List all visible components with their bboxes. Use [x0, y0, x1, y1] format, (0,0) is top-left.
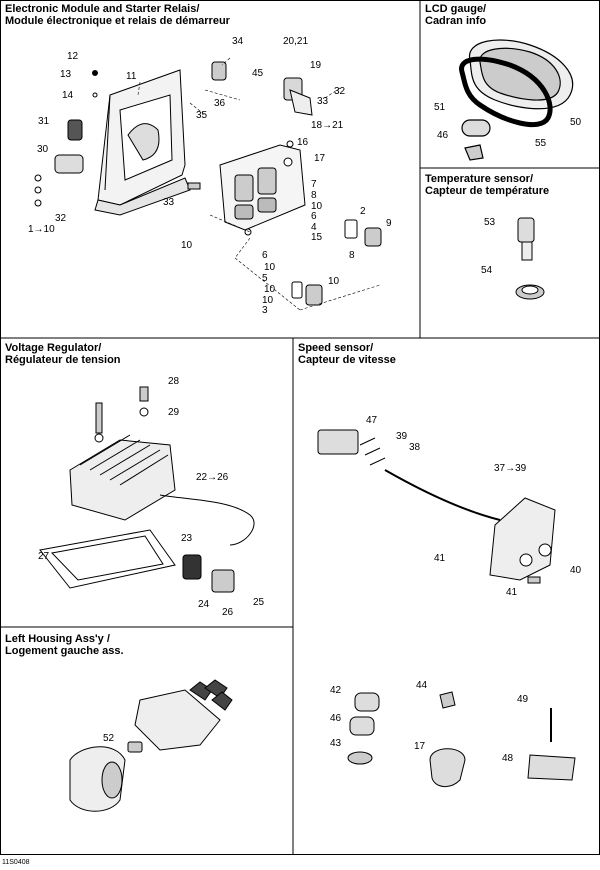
ecu-panel-title: Electronic Module and Starter Relais/ Mo…	[5, 3, 230, 27]
ecu-callout-3: 3	[262, 305, 268, 316]
temp-callout-54: 54	[481, 265, 493, 276]
ecu-callout-12: 12	[67, 51, 79, 62]
ecu-callout-11: 11	[126, 71, 137, 82]
speed-panel-title: Speed sensor/ Capteur de vitesse	[298, 342, 396, 366]
housing-callout-43: 43	[330, 738, 342, 749]
ecu-callout-7: 7	[311, 179, 317, 190]
housing-title-en: Left Housing Ass'y /	[5, 633, 110, 645]
ecu-callout-15: 15	[311, 232, 323, 243]
housing-title-fr: Logement gauche ass.	[5, 645, 124, 657]
speed-callout-41: 41	[434, 553, 446, 564]
voltage-title-en: Voltage Regulator/	[5, 342, 102, 354]
voltage-panel-title: Voltage Regulator/ Régulateur de tension	[5, 342, 121, 366]
speed-title-en: Speed sensor/	[298, 342, 374, 354]
speed-title-fr: Capteur de vitesse	[298, 354, 396, 366]
ecu-callout-5: 5	[262, 273, 268, 284]
voltage-callout-27: 27	[38, 551, 50, 562]
ecu-callout-17: 17	[314, 153, 326, 164]
speed-sensor-drawing	[317, 429, 556, 584]
ecu-title-en: Electronic Module and Starter Relais/	[5, 3, 200, 15]
speed-callout-40: 40	[570, 565, 582, 576]
ecu-callout-9: 9	[386, 218, 392, 229]
temp-sensor-drawing	[515, 217, 545, 300]
temp-title-en: Temperature sensor/	[425, 173, 534, 185]
lcd-callout-50: 50	[570, 117, 582, 128]
housing-callout-46: 46	[330, 713, 342, 724]
temp-panel-title: Temperature sensor/ Capteur de températu…	[425, 173, 549, 197]
ecu-callout-10: 10	[311, 201, 323, 212]
ecu-callout-34: 34	[232, 36, 244, 47]
ecu-leader-lines	[137, 57, 381, 311]
ecu-callout-14: 14	[62, 90, 74, 101]
speed-callout-38: 38	[409, 442, 421, 453]
housing-panel-title: Left Housing Ass'y / Logement gauche ass…	[5, 633, 124, 657]
drawing-code: 11S0408	[2, 859, 30, 866]
housing-callout-49: 49	[517, 694, 529, 705]
voltage-callout-23: 23	[181, 533, 193, 544]
ecu-callout-18-21: 18→21	[311, 120, 344, 131]
speed-callout-41: 41	[506, 587, 518, 598]
housing-callout-48: 48	[502, 753, 514, 764]
speed-callout-47: 47	[366, 415, 378, 426]
voltage-callout-24: 24	[198, 599, 210, 610]
ecu-callout-10: 10	[328, 276, 340, 287]
housing-callout-44: 44	[416, 680, 428, 691]
lcd-callout-51: 51	[434, 102, 446, 113]
ecu-callout-20-21: 20,21	[283, 36, 308, 47]
speed-callout-39: 39	[396, 431, 408, 442]
ecu-callout-32: 32	[55, 213, 67, 224]
housing-callout-42: 42	[330, 685, 342, 696]
voltage-callout-29: 29	[168, 407, 180, 418]
voltage-callout-25: 25	[253, 597, 265, 608]
lcd-callout-55: 55	[535, 138, 547, 149]
voltage-callout-28: 28	[168, 376, 180, 387]
ecu-callout-10: 10	[264, 262, 276, 273]
ecu-callout-31: 31	[38, 116, 50, 127]
lcd-panel-title: LCD gauge/ Cadran info	[425, 3, 486, 27]
ecu-callout-2: 2	[360, 206, 366, 217]
ecu-callout-19: 19	[310, 60, 322, 71]
ecu-callout-1-10: 1→10	[28, 224, 55, 235]
ecu-callout-30: 30	[37, 144, 49, 155]
temp-title-fr: Capteur de température	[425, 185, 550, 197]
ecu-callout-10: 10	[262, 295, 274, 306]
speed-callout-37-39: 37→39	[494, 463, 527, 474]
lcd-gauge-drawing	[459, 39, 574, 161]
housing-callout-17: 17	[414, 741, 426, 752]
voltage-callout-26: 26	[222, 607, 234, 618]
ecu-callout-6: 6	[311, 211, 317, 222]
ecu-callout-10: 10	[264, 284, 276, 295]
voltage-title-fr: Régulateur de tension	[5, 354, 121, 366]
voltage-regulator-drawing	[39, 386, 255, 593]
ecu-callout-16: 16	[297, 137, 309, 148]
ecu-callout-33: 33	[163, 197, 175, 208]
ecu-title-fr: Module électronique et relais de démarre…	[5, 15, 230, 27]
ecu-callout-45: 45	[252, 68, 264, 79]
ecu-callout-10: 10	[181, 240, 193, 251]
lcd-callout-46: 46	[437, 130, 449, 141]
ecu-callout-6: 6	[262, 250, 268, 261]
ecu-callout-35: 35	[196, 110, 208, 121]
ecu-callout-4: 4	[311, 222, 317, 233]
housing-callout-52: 52	[103, 733, 115, 744]
lcd-title-en: LCD gauge/	[425, 3, 487, 15]
ecu-callout-8: 8	[349, 250, 355, 261]
ecu-callout-13: 13	[60, 69, 72, 80]
left-housing-drawing	[69, 679, 576, 812]
voltage-callout-22-26: 22→26	[196, 472, 229, 483]
ecu-panel-drawing	[34, 61, 382, 306]
ecu-callout-33: 33	[317, 96, 329, 107]
lcd-title-fr: Cadran info	[425, 15, 487, 27]
temp-callout-53: 53	[484, 217, 496, 228]
ecu-callout-36: 36	[214, 98, 226, 109]
ecu-callout-32: 32	[334, 86, 346, 97]
ecu-callout-8: 8	[311, 190, 317, 201]
